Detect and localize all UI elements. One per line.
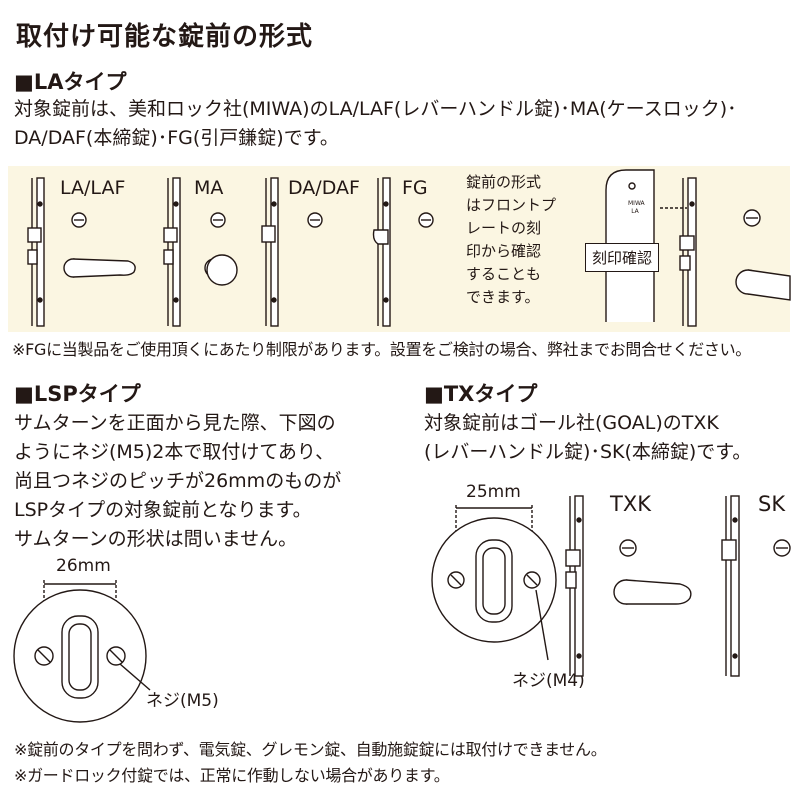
fg-lock-drawing xyxy=(372,177,434,327)
da-daf-lock-drawing xyxy=(261,177,323,327)
lock-label-da-daf: DA/DAF xyxy=(288,177,360,199)
la-description-line-1: 対象錠前は、美和ロック社(MIWA)のLA/LAF(レバーハンドル錠)･MA(ケ… xyxy=(14,98,737,120)
tx-description-line: (レバーハンドル錠)･SK(本締錠)です。 xyxy=(424,441,752,463)
stamp-type-text: LA xyxy=(631,208,639,215)
lock-label-fg: FG xyxy=(402,177,428,199)
lsp-description-line: サムターンの形状は問いません。 xyxy=(14,528,298,550)
tx-description-line: 対象錠前はゴール社(GOAL)のTXK xyxy=(424,412,719,434)
lock-label-ma: MA xyxy=(194,177,224,199)
lsp-description: サムターンを正面から見た際、下図の ようにネジ(M5)2本で取付けてあり、 尚且… xyxy=(14,409,341,554)
txk-lock-drawing xyxy=(565,495,692,677)
tx-pitch-label: 25mm xyxy=(466,482,521,502)
front-plate-stamp-text: MIWA LA xyxy=(628,200,645,216)
stamp-check-badge: 刻印確認 xyxy=(585,243,660,272)
lsp-description-line: サムターンを正面から見た際、下図の xyxy=(14,412,336,434)
check-text-line: することも xyxy=(466,265,542,283)
footnote-guard-lock: ※ガードロック付錠では、正常に作動しない場合があります。 xyxy=(14,766,450,785)
lsp-description-line: ようにネジ(M5)2本で取付けてあり、 xyxy=(14,441,335,463)
tx-description: 対象錠前はゴール社(GOAL)のTXK (レバーハンドル錠)･SK(本締錠)です… xyxy=(424,409,751,467)
footnote-unsupported-locks: ※錠前のタイプを問わず、電気錠、グレモン錠、自動施錠錠には取付けできません。 xyxy=(14,740,607,759)
check-text-line: 印から確認 xyxy=(466,242,542,260)
lock-label-txk: TXK xyxy=(610,492,651,516)
lsp-description-line: 尚且つネジのピッチが26mmのものが xyxy=(14,470,342,492)
la-lock-types-panel xyxy=(8,166,790,332)
stamp-check-explanation: 錠前の形式 はフロントプ レートの刻 印から確認 することも できます。 xyxy=(466,171,556,309)
tx-screw-label: ネジ(M4) xyxy=(512,671,585,691)
check-text-line: できます。 xyxy=(466,288,540,306)
fg-restriction-note: ※FGに当製品をご使用頂くにあたり制限があります。設置をご検討の場合、弊社までお… xyxy=(12,340,752,359)
tx-type-heading: ■TXタイプ xyxy=(424,382,538,406)
lsp-pitch-label: 26mm xyxy=(56,556,111,576)
la-laf-lock-drawing xyxy=(27,177,136,327)
lsp-type-heading: ■LSPタイプ xyxy=(14,382,141,406)
sk-lock-drawing xyxy=(721,495,791,677)
la-description-line-2: DA/DAF(本締錠)･FG(引戸鎌錠)です。 xyxy=(14,127,339,149)
lock-label-sk: SK xyxy=(758,492,786,516)
ma-lock-drawing xyxy=(163,177,238,327)
la-type-heading: ■LAタイプ xyxy=(14,70,127,94)
lock-label-la-laf: LA/LAF xyxy=(60,177,126,199)
lsp-description-line: LSPタイプの対象錠前となります。 xyxy=(14,499,312,521)
lsp-screw-label: ネジ(M5) xyxy=(146,691,219,711)
stamp-maker-text: MIWA xyxy=(628,200,645,207)
check-text-line: 錠前の形式 xyxy=(466,173,542,191)
check-text-line: はフロントプ xyxy=(466,196,557,214)
check-text-line: レートの刻 xyxy=(466,219,542,237)
page-title: 取付け可能な錠前の形式 xyxy=(16,22,314,52)
